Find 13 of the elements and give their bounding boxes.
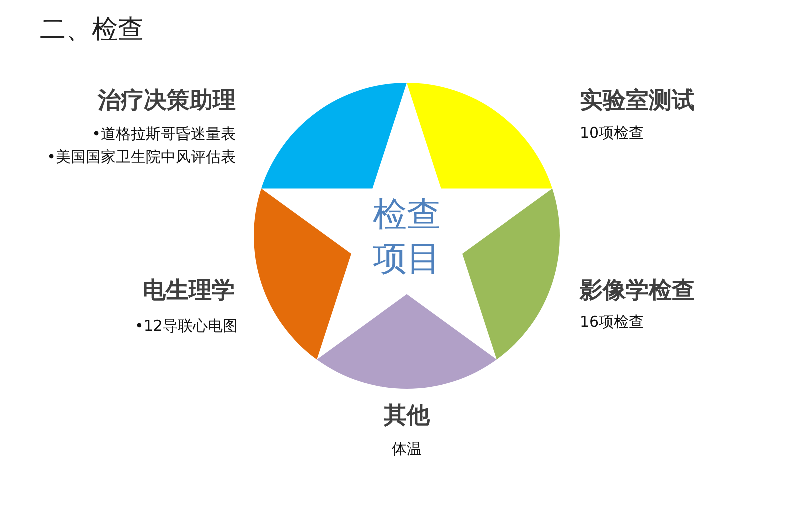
page-title: 二、检查 xyxy=(40,14,144,46)
item-text: 体温 xyxy=(392,439,422,460)
category-heading: 影像学检查 xyxy=(580,277,695,305)
category-heading: 实验室测试 xyxy=(580,87,695,115)
category-heading: 其他 xyxy=(384,402,430,430)
item-text: •道格拉斯哥昏迷量表 xyxy=(92,124,236,145)
item-text: 16项检查 xyxy=(580,312,644,333)
item-text: •12导联心电图 xyxy=(135,316,238,337)
category-heading: 治疗决策助理 xyxy=(98,87,236,115)
item-text: •美国国家卫生院中风评估表 xyxy=(47,147,236,168)
center-label: 检查项目 xyxy=(372,194,442,281)
category-heading: 电生理学 xyxy=(143,277,235,305)
item-text: 10项检查 xyxy=(580,123,644,144)
